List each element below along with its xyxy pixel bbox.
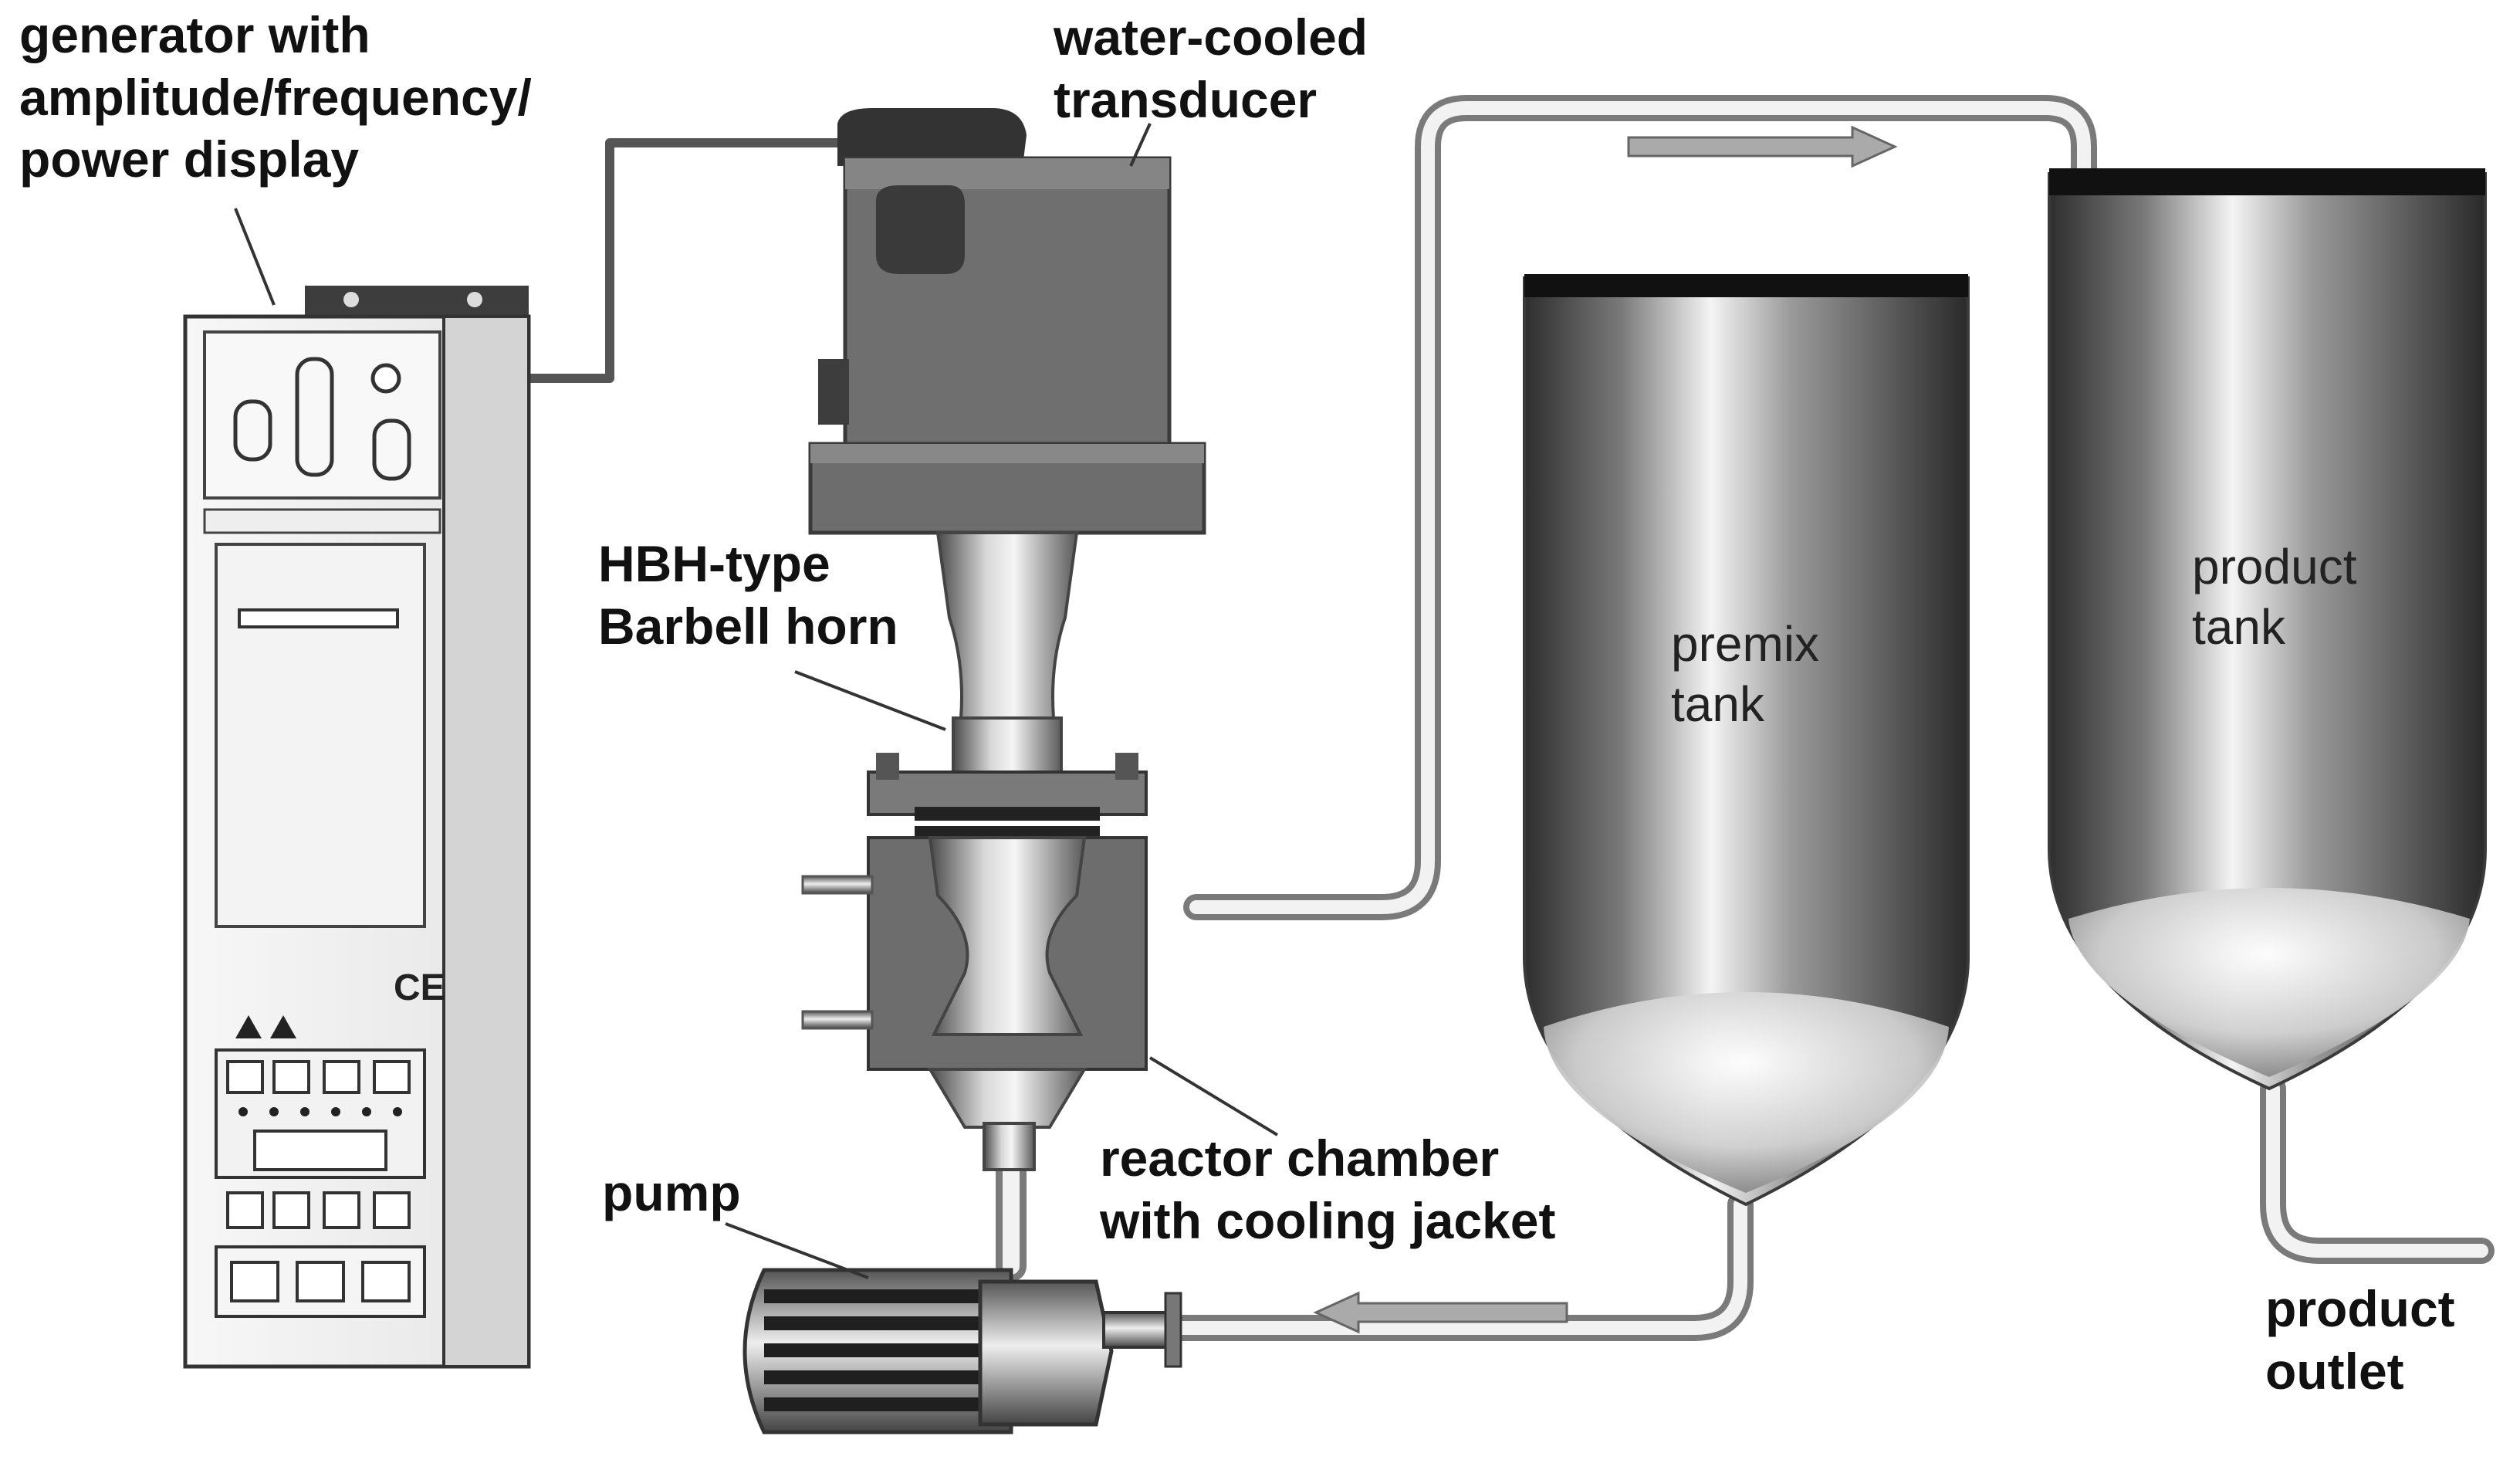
leader-lines (234, 123, 1279, 1279)
leader-generator (234, 208, 276, 306)
ce-mark-icon: CE (394, 967, 445, 1008)
flow-arrow-bottom (1313, 1291, 1568, 1334)
control-panel (215, 1048, 426, 1229)
pump (742, 1268, 1182, 1434)
flow-arrow-icon (1313, 125, 1898, 1334)
product-liquid (2068, 888, 2470, 1077)
product-tank (2048, 168, 2487, 1091)
pipes (381, 95, 2495, 1341)
warning-triangle-icon (235, 1015, 296, 1038)
label-pump: pump (602, 1164, 741, 1221)
label-reactor: reactor chamber with cooling jacket (1100, 1130, 1556, 1249)
leader-horn (794, 670, 946, 731)
label-transducer: water-cooled transducer (1054, 8, 1368, 128)
premix-tank (1523, 274, 1970, 1207)
label-horn: HBH-type Barbell horn (598, 535, 898, 655)
water-cooled-transducer (808, 108, 1206, 535)
generator-cabinet: CE (183, 286, 531, 1369)
label-product-outlet: product outlet (2265, 1280, 2455, 1400)
flow-arrow-top (1627, 125, 1898, 168)
premix-liquid (1544, 992, 1949, 1193)
label-premix-tank: premix tank (1671, 616, 1820, 733)
leader-transducer (1129, 123, 1152, 167)
label-product-tank: product tank (2192, 539, 2357, 655)
reactor-chamber (801, 753, 1148, 1171)
barbell-horn (935, 531, 1079, 781)
pipe-product-outlet (2260, 1075, 2495, 1264)
leader-reactor (1148, 1056, 1279, 1136)
label-generator: generator with amplitude/frequency/ powe… (19, 6, 532, 188)
leader-pump (725, 1222, 869, 1279)
